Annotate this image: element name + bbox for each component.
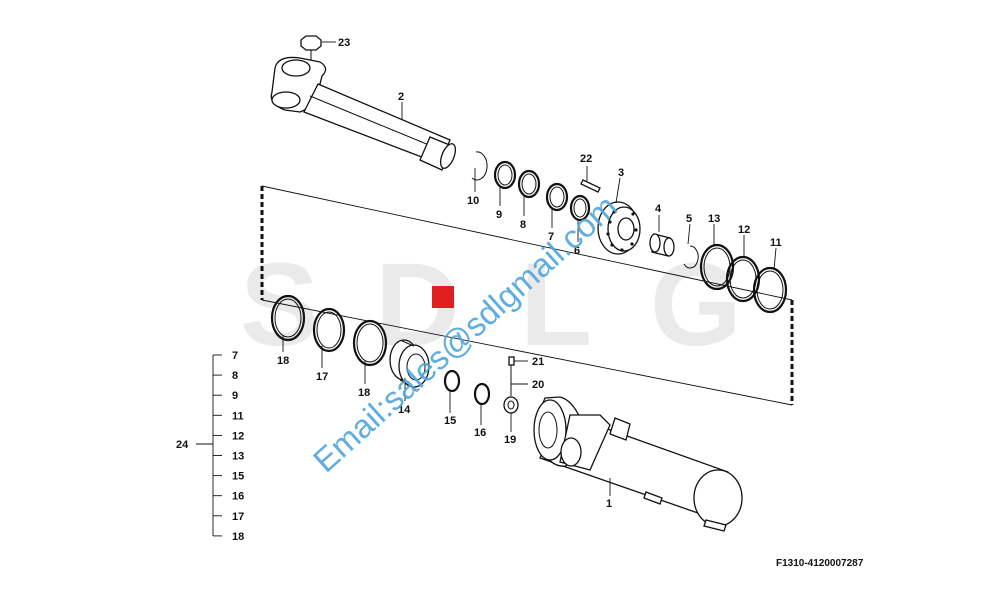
part-16-snap-ring (473, 382, 491, 406)
part-14-piston (389, 339, 430, 388)
callout-1: 1 (606, 498, 612, 510)
callout-13: 13 (708, 213, 720, 225)
callout-5: 5 (686, 213, 692, 225)
part-19-nut (503, 396, 519, 414)
callout-22: 22 (580, 153, 592, 165)
callout-14: 14 (398, 404, 411, 416)
kit-item-8: 8 (232, 370, 238, 382)
kit-item-7: 7 (232, 350, 238, 362)
callout-16: 16 (474, 427, 486, 439)
part-3-cylinder-head (597, 201, 641, 255)
callout-7: 7 (548, 231, 554, 243)
part-11-back-up-ring (752, 266, 788, 314)
callout-10: 10 (467, 195, 479, 207)
part-18-ring-left (270, 294, 306, 342)
kit-item-12: 12 (232, 430, 244, 442)
callout-6: 6 (574, 245, 580, 257)
kit-item-16: 16 (232, 491, 244, 503)
kit-item-17: 17 (232, 511, 244, 523)
callout-12: 12 (738, 224, 750, 236)
part-5-snap-ring (683, 245, 699, 269)
part-23-grease-nipple (300, 35, 336, 62)
callout-11: 11 (770, 237, 782, 249)
part-22-screw (580, 179, 601, 193)
callout-20: 20 (532, 379, 544, 391)
kit-item-18: 18 (232, 531, 244, 543)
callout-19: 19 (504, 434, 516, 446)
callout-8: 8 (520, 219, 526, 231)
figure-code: F1310-4120007287 (776, 558, 864, 569)
kit-item-11: 11 (232, 410, 244, 422)
watermark-letter-s: S (240, 239, 319, 371)
watermark-letter-l: L (520, 239, 592, 371)
kit-24-parts-list: 24 7 8 9 11 12 13 15 16 17 18 (176, 350, 244, 543)
leader-lines (282, 102, 777, 496)
callout-2: 2 (398, 91, 404, 103)
callout-18-left: 18 (277, 355, 289, 367)
watermark-accent-square (432, 286, 454, 308)
callout-21: 21 (532, 356, 544, 368)
kit-24-label: 24 (176, 439, 189, 451)
part-10-snap-ring (471, 151, 488, 181)
callout-9: 9 (496, 209, 502, 221)
part-2-piston-rod (270, 56, 457, 171)
part-1-cylinder-tube (533, 396, 743, 532)
part-18-ring-right (352, 319, 388, 367)
part-7-seal-ring (545, 182, 569, 212)
part-9-seal-ring (493, 160, 517, 190)
callout-labels: 23 2 10 9 8 7 6 22 3 4 5 13 12 11 18 17 … (277, 37, 782, 510)
callout-23: 23 (338, 37, 350, 49)
part-17-seal-ring (312, 307, 346, 353)
part-6-wiper-ring (569, 194, 591, 222)
part-15-snap-ring (443, 369, 461, 393)
kit-item-13: 13 (232, 451, 244, 463)
part-21-bolt (508, 356, 515, 396)
kit-item-15: 15 (232, 471, 244, 483)
part-8-seal-ring (517, 169, 541, 199)
callout-3: 3 (618, 167, 624, 179)
brand-watermark: S D L G (240, 239, 742, 371)
callout-4: 4 (655, 203, 662, 215)
callout-18-right: 18 (358, 387, 370, 399)
callout-17: 17 (316, 371, 328, 383)
part-4-bushing (649, 233, 675, 257)
kit-24-item-rows: 7 8 9 11 12 13 15 16 17 18 (213, 350, 244, 543)
watermark-letter-g: G (650, 239, 742, 371)
callout-15: 15 (444, 415, 456, 427)
kit-item-9: 9 (232, 390, 238, 402)
